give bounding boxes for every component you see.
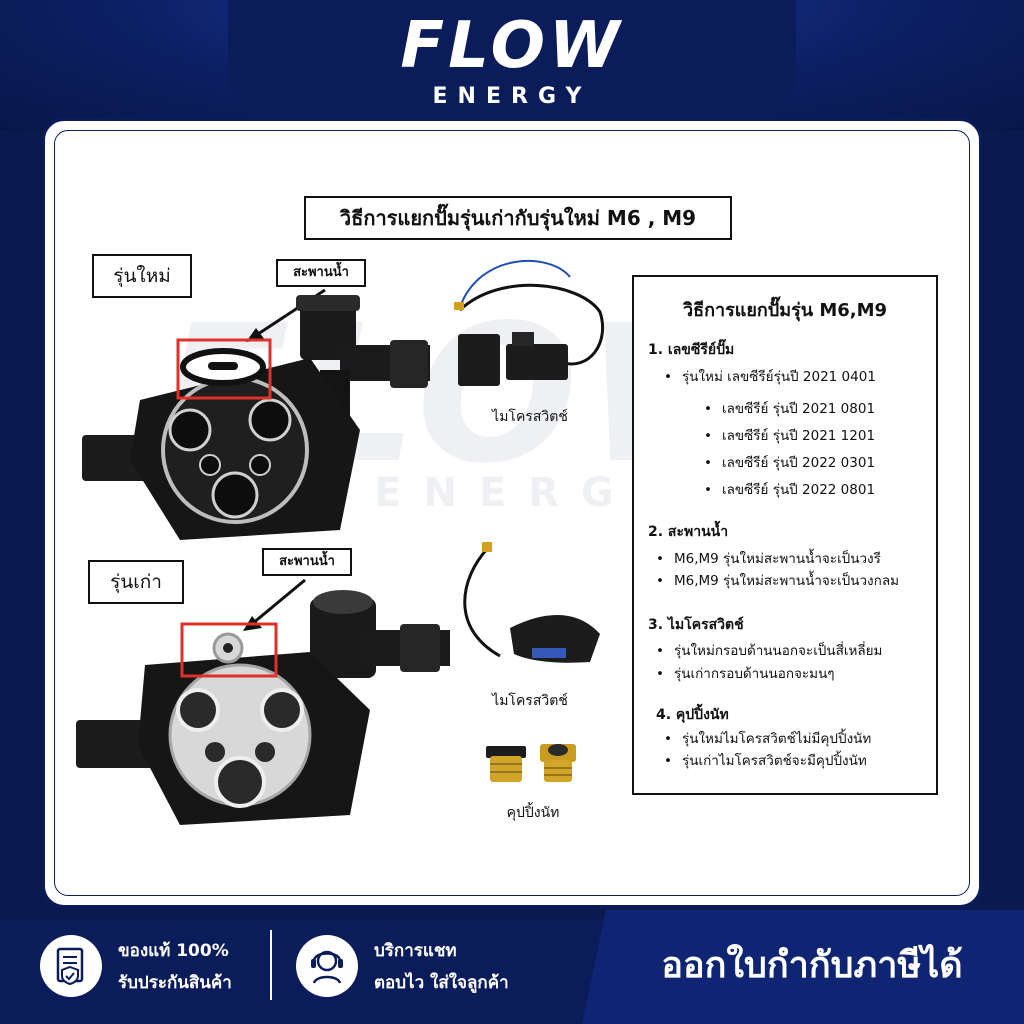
section-item: รุ่นเก่าไมโครสวิตช์จะมีคุปปิ้งนัท (664, 749, 867, 771)
card-inner-border (54, 130, 970, 896)
brand-logo-text: FLOW (400, 9, 624, 83)
old-microswitch-caption: ไมโครสวิตช์ (492, 693, 568, 709)
section-item: รุ่นเก่ากรอบด้านนอกจะมนๆ (656, 662, 835, 684)
shield-document-icon (56, 947, 84, 986)
info-panel: วิธีการแยกปั๊มรุ่น M6,M9 1. เลขซีรีย์ปั๊… (632, 275, 938, 795)
section-heading: 1. เลขซีรีย์ปั๊ม (648, 342, 735, 358)
old-model-water-bridge-tag: สะพานน้ำ (262, 548, 352, 576)
old-microswitch-illustration (463, 542, 600, 663)
section-heading: 2. สะพานน้ำ (648, 524, 729, 540)
footer-divider (270, 930, 272, 1000)
section-item: เลขซีรีย์ รุ่นปี 2021 1201 (704, 424, 875, 446)
badge-chat (296, 935, 358, 997)
new-microswitch-illustration (454, 259, 605, 386)
section-item: เลขซีรีย์ รุ่นปี 2022 0301 (704, 451, 875, 473)
old-pump-illustration (76, 578, 450, 825)
brand-tab (228, 0, 796, 128)
tax-invoice-label: ออกใบกำกับภาษีได้ (661, 945, 963, 986)
info-title: วิธีการแยกปั๊มรุ่น M6,M9 (682, 300, 888, 321)
section-item: M6,M9 รุ่นใหม่สะพานน้ำจะเป็นวงรี (656, 547, 881, 569)
section-item: รุ่นใหม่ เลขซีรีย์รุ่นปี 2021 0401 (664, 365, 876, 387)
badge-authentic-line1: ของแท้ 100% (118, 941, 229, 961)
coupling-nut-illustration (486, 744, 576, 782)
badge-chat-line1: บริการแชท (374, 941, 457, 961)
section-item: M6,M9 รุ่นใหม่สะพานน้ำจะเป็นวงกลม (656, 569, 899, 591)
watermark-logo-sub: ENERGY (374, 470, 686, 516)
coupling-nut-caption: คุปปิ้งนัท (506, 805, 560, 821)
new-model-water-bridge-tag: สะพานน้ำ (276, 259, 366, 287)
section-heading: 4. คุปปิ้งนัท (656, 707, 729, 723)
section-heading: 3. ไมโครสวิตช์ (648, 617, 744, 633)
page-title: วิธีการแยกปั๊มรุ่นเก่ากับรุ่นใหม่ M6 , M… (304, 196, 732, 240)
section-item: รุ่นใหม่ไมโครสวิตช์ไม่มีคุปปิ้งนัท (664, 727, 871, 749)
section-item: รุ่นใหม่กรอบด้านนอกจะเป็นสี่เหลี่ยม (656, 639, 882, 661)
tax-invoice-panel (582, 910, 1024, 1024)
new-pump-illustration (82, 288, 430, 540)
section-item: เลขซีรีย์ รุ่นปี 2022 0801 (704, 478, 875, 500)
badge-authentic (40, 935, 102, 997)
support-agent-icon (311, 950, 343, 984)
new-model-label: รุ่นใหม่ (92, 254, 192, 298)
badge-chat-line2: ตอบไว ใส่ใจลูกค้า (374, 973, 509, 993)
new-microswitch-caption: ไมโครสวิตช์ (492, 409, 568, 425)
badge-authentic-line2: รับประกันสินค้า (118, 973, 232, 993)
old-model-label: รุ่นเก่า (88, 560, 184, 604)
section-item: เลขซีรีย์ รุ่นปี 2021 0801 (704, 397, 875, 419)
brand-logo-subtext: ENERGY (432, 84, 592, 109)
